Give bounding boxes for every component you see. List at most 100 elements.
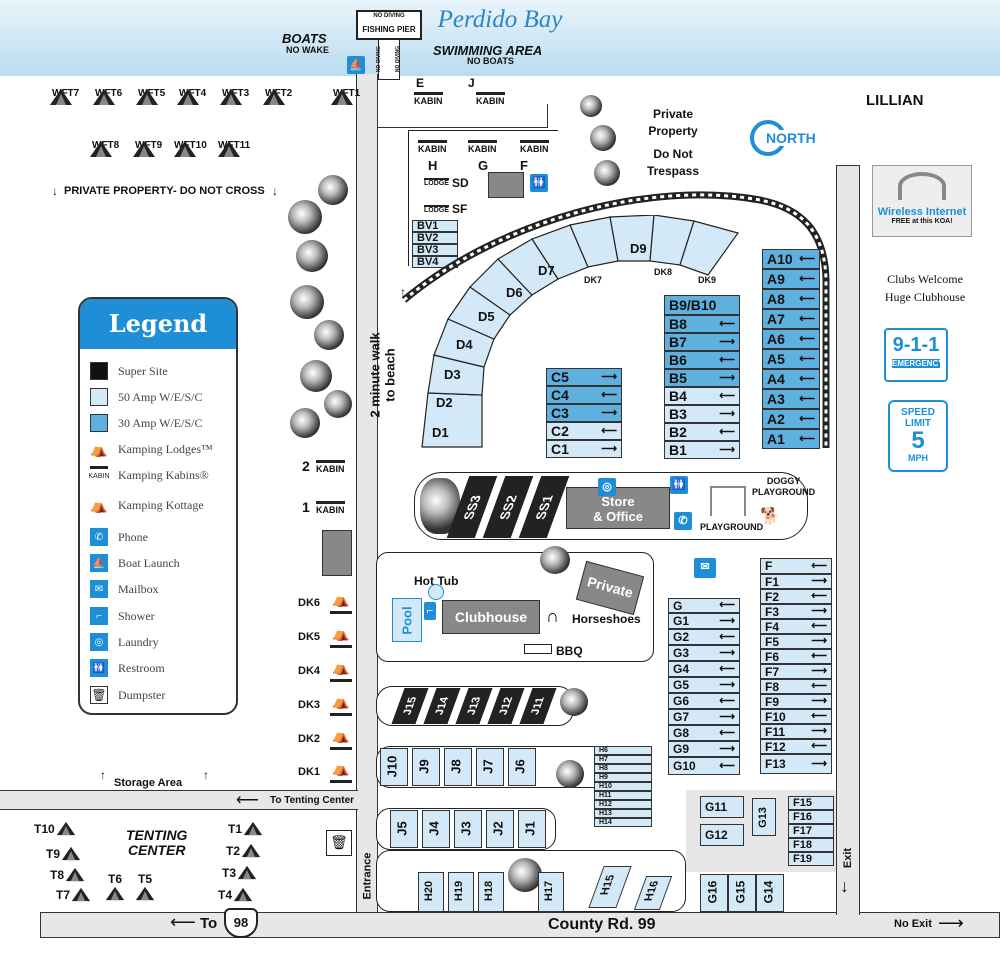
site-a3[interactable]: A3⟵ bbox=[762, 389, 820, 409]
site-j6[interactable]: J6 bbox=[508, 748, 536, 786]
site-g7[interactable]: G7⟶ bbox=[668, 709, 740, 725]
site-a9[interactable]: A9⟵ bbox=[762, 269, 820, 289]
site-dk2[interactable]: DK2 bbox=[298, 733, 321, 745]
site-a7[interactable]: A7⟵ bbox=[762, 309, 820, 329]
site-g16[interactable]: G16 bbox=[700, 874, 728, 912]
site-a5[interactable]: A5⟵ bbox=[762, 349, 820, 369]
site-f13[interactable]: F13⟶ bbox=[760, 754, 832, 774]
site-h10[interactable]: H10 bbox=[594, 782, 652, 791]
site-h19[interactable]: H19 bbox=[448, 872, 474, 912]
site-d5[interactable]: D5 bbox=[478, 309, 495, 324]
site-c5[interactable]: C5⟶ bbox=[546, 368, 622, 386]
site-d9[interactable]: D9 bbox=[630, 241, 647, 256]
site-h11[interactable]: H11 bbox=[594, 791, 652, 800]
site-h20[interactable]: H20 bbox=[418, 872, 444, 912]
site-g2[interactable]: G2⟵ bbox=[668, 629, 740, 645]
site-dk9[interactable]: DK9 bbox=[698, 275, 716, 285]
site-dk7[interactable]: DK7 bbox=[584, 275, 602, 285]
site-f19[interactable]: F19 bbox=[788, 852, 834, 866]
site-c3[interactable]: C3⟶ bbox=[546, 404, 622, 422]
site-g13[interactable]: G13 bbox=[752, 798, 776, 836]
site-h6[interactable]: H6 bbox=[594, 746, 652, 755]
site-g3[interactable]: G3⟶ bbox=[668, 645, 740, 661]
site-b9-b10[interactable]: B9/B10 bbox=[664, 295, 740, 315]
site-c1[interactable]: C1⟶ bbox=[546, 440, 622, 458]
site-g15[interactable]: G15 bbox=[728, 874, 756, 912]
site-j10[interactable]: J10 bbox=[380, 748, 408, 786]
site-d4[interactable]: D4 bbox=[456, 337, 473, 352]
site-dk3[interactable]: DK3 bbox=[298, 699, 321, 711]
site-dk4[interactable]: DK4 bbox=[298, 665, 321, 677]
site-f9[interactable]: F9⟶ bbox=[760, 694, 832, 709]
site-j3[interactable]: J3 bbox=[454, 810, 482, 848]
store-office-building[interactable]: Store & Office bbox=[566, 487, 670, 529]
site-dk1[interactable]: DK1 bbox=[298, 766, 321, 778]
site-d7[interactable]: D7 bbox=[538, 263, 555, 278]
site-g10[interactable]: G10⟵ bbox=[668, 757, 740, 775]
site-g1[interactable]: G1⟶ bbox=[668, 613, 740, 629]
site-f6[interactable]: F6⟵ bbox=[760, 649, 832, 664]
site-d2[interactable]: D2 bbox=[436, 395, 453, 410]
site-g4[interactable]: G4⟵ bbox=[668, 661, 740, 677]
site-g12[interactable]: G12 bbox=[700, 824, 744, 846]
site-b3[interactable]: B3⟶ bbox=[664, 405, 740, 423]
site-a2[interactable]: A2⟵ bbox=[762, 409, 820, 429]
site-f4[interactable]: F4⟵ bbox=[760, 619, 832, 634]
site-f18[interactable]: F18 bbox=[788, 838, 834, 852]
site-b6[interactable]: B6⟵ bbox=[664, 351, 740, 369]
site-j8[interactable]: J8 bbox=[444, 748, 472, 786]
site-dk8[interactable]: DK8 bbox=[654, 267, 672, 277]
site-bv2[interactable]: BV2 bbox=[412, 232, 458, 244]
site-h8[interactable]: H8 bbox=[594, 764, 652, 773]
site-b5[interactable]: B5⟶ bbox=[664, 369, 740, 387]
site-j9[interactable]: J9 bbox=[412, 748, 440, 786]
site-f3[interactable]: F3⟶ bbox=[760, 604, 832, 619]
site-j4[interactable]: J4 bbox=[422, 810, 450, 848]
site-d6[interactable]: D6 bbox=[506, 285, 523, 300]
site-f15[interactable]: F15 bbox=[788, 796, 834, 810]
site-j1[interactable]: J1 bbox=[518, 810, 546, 848]
site-g8[interactable]: G8⟵ bbox=[668, 725, 740, 741]
site-h13[interactable]: H13 bbox=[594, 809, 652, 818]
site-f[interactable]: F⟵ bbox=[760, 558, 832, 574]
site-g5[interactable]: G5⟶ bbox=[668, 677, 740, 693]
site-a1[interactable]: A1⟵ bbox=[762, 429, 820, 449]
site-f5[interactable]: F5⟶ bbox=[760, 634, 832, 649]
site-f11[interactable]: F11⟶ bbox=[760, 724, 832, 739]
site-bv3[interactable]: BV3 bbox=[412, 244, 458, 256]
site-f7[interactable]: F7⟶ bbox=[760, 664, 832, 679]
pool[interactable]: Pool bbox=[392, 598, 422, 642]
site-bv4[interactable]: BV4 bbox=[412, 256, 458, 268]
site-d3[interactable]: D3 bbox=[444, 367, 461, 382]
site-dk5[interactable]: DK5 bbox=[298, 631, 321, 643]
site-f10[interactable]: F10⟵ bbox=[760, 709, 832, 724]
clubhouse-building[interactable]: Clubhouse bbox=[442, 600, 540, 634]
site-a8[interactable]: A8⟵ bbox=[762, 289, 820, 309]
site-c4[interactable]: C4⟵ bbox=[546, 386, 622, 404]
site-c2[interactable]: C2⟵ bbox=[546, 422, 622, 440]
site-b7[interactable]: B7⟶ bbox=[664, 333, 740, 351]
site-a10[interactable]: A10⟵ bbox=[762, 249, 820, 269]
site-g6[interactable]: G6⟵ bbox=[668, 693, 740, 709]
site-g11[interactable]: G11 bbox=[700, 796, 744, 818]
site-d1[interactable]: D1 bbox=[432, 425, 449, 440]
site-bv1[interactable]: BV1 bbox=[412, 220, 458, 232]
site-j2[interactable]: J2 bbox=[486, 810, 514, 848]
site-g[interactable]: G⟵ bbox=[668, 598, 740, 613]
site-b4[interactable]: B4⟵ bbox=[664, 387, 740, 405]
site-a4[interactable]: A4⟵ bbox=[762, 369, 820, 389]
site-f17[interactable]: F17 bbox=[788, 824, 834, 838]
site-j7[interactable]: J7 bbox=[476, 748, 504, 786]
site-h9[interactable]: H9 bbox=[594, 773, 652, 782]
site-h12[interactable]: H12 bbox=[594, 800, 652, 809]
site-b2[interactable]: B2⟵ bbox=[664, 423, 740, 441]
site-h17[interactable]: H17 bbox=[538, 872, 564, 912]
site-j5[interactable]: J5 bbox=[390, 810, 418, 848]
site-h18[interactable]: H18 bbox=[478, 872, 504, 912]
site-b1[interactable]: B1⟶ bbox=[664, 441, 740, 459]
site-f8[interactable]: F8⟵ bbox=[760, 679, 832, 694]
site-g9[interactable]: G9⟶ bbox=[668, 741, 740, 757]
site-a6[interactable]: A6⟵ bbox=[762, 329, 820, 349]
site-f16[interactable]: F16 bbox=[788, 810, 834, 824]
site-g14[interactable]: G14 bbox=[756, 874, 784, 912]
